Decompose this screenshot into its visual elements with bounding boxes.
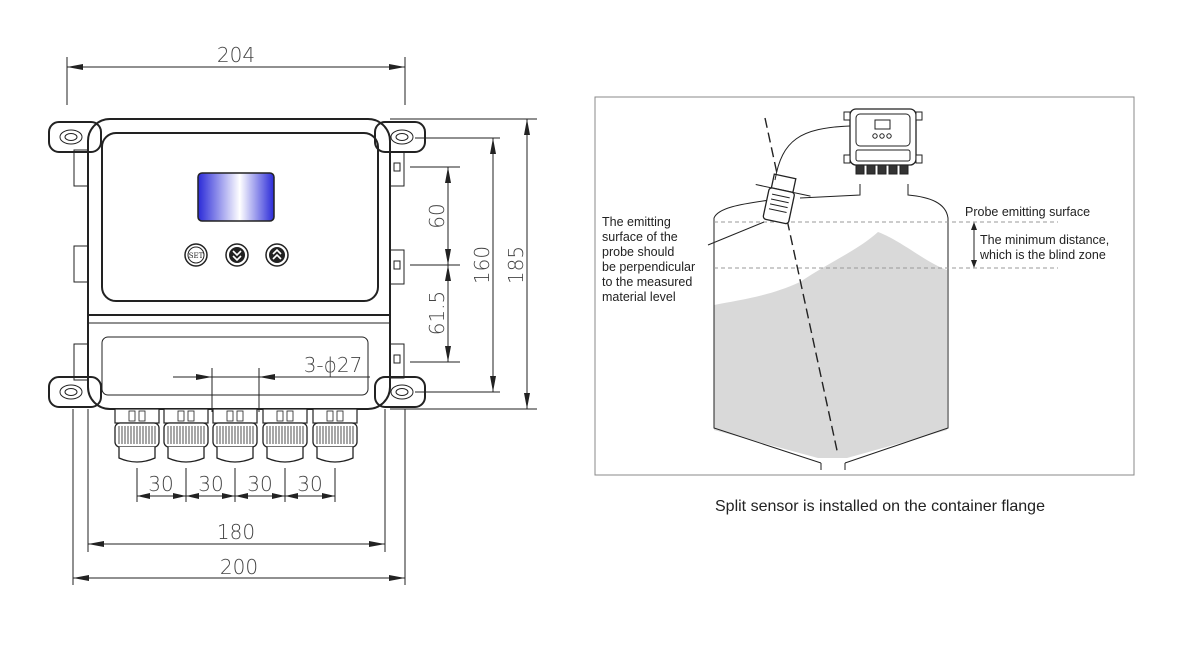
dim-gland-spacing-4: 30: [297, 472, 322, 496]
probe-sensor: [755, 173, 811, 225]
perpendicular-note: The emitting surface of the probe should…: [602, 215, 699, 304]
double-chevron-up-icon[interactable]: [265, 243, 289, 267]
blind-zone-arrow: [971, 222, 977, 268]
dimension-mount-width: 180: [87, 409, 386, 552]
dim-height-total-label: 185: [504, 246, 528, 284]
cable-gland: [212, 408, 258, 463]
blind-zone-note: The minimum distance, which is the blind…: [979, 233, 1113, 262]
dim-top-width-label: 204: [217, 43, 255, 67]
set-button[interactable]: SET: [184, 243, 208, 267]
cable-gland: [114, 408, 160, 463]
dimension-vertical-160: 160: [415, 137, 500, 393]
mounting-ears: [48, 121, 426, 408]
dim-gland-spacing-3: 30: [247, 472, 272, 496]
dim-bottom-width-label: 200: [220, 555, 258, 579]
measured-material: [714, 232, 947, 458]
dimension-top-width: 204: [66, 43, 406, 105]
housing: [73, 118, 405, 410]
mini-cable-gland: [866, 164, 876, 175]
dimension-hole-spec: 3-ϕ27: [173, 353, 370, 412]
dim-hole-spec-label: 3-ϕ27: [304, 353, 363, 377]
probe-emitting-surface-label: Probe emitting surface: [965, 205, 1090, 219]
dim-height-upper-label: 60: [425, 203, 449, 228]
dim-mount-width-label: 180: [217, 520, 255, 544]
cable-glands: [114, 408, 358, 463]
mini-cable-gland: [899, 164, 909, 175]
cable-gland: [262, 408, 308, 463]
note-leader-line: [707, 221, 765, 246]
figure-caption: Split sensor is installed on the contain…: [715, 498, 1045, 515]
enclosure-dimension-drawing: 204: [48, 43, 537, 585]
dim-gland-spacing-1: 30: [148, 472, 173, 496]
probe-cable: [774, 125, 851, 181]
dimension-vertical-185: 185: [390, 118, 537, 410]
probe-beam-axis: [764, 117, 839, 456]
dim-height-lower-label: 61.5: [425, 291, 449, 336]
installation-schematic: The emitting surface of the probe should…: [594, 96, 1135, 476]
lcd-display: [197, 172, 275, 222]
dimension-vertical-61-5: 61.5: [410, 265, 460, 363]
transmitter-unit: [843, 108, 923, 175]
set-button-label: SET: [189, 252, 204, 260]
dimension-vertical-60: 60: [410, 166, 460, 266]
cable-gland: [312, 408, 358, 463]
container-outline: [713, 184, 949, 470]
dim-gland-spacing-2: 30: [198, 472, 223, 496]
mini-cable-gland: [888, 164, 898, 175]
dimension-bottom-width: 200: [72, 409, 406, 585]
double-chevron-down-icon[interactable]: [225, 243, 249, 267]
dimension-gland-spacing: 30 30 30 30: [136, 468, 336, 502]
mini-cable-gland: [855, 164, 865, 175]
cable-gland: [163, 408, 209, 463]
mini-cable-gland: [877, 164, 887, 175]
dim-height-mid-label: 160: [470, 246, 494, 284]
